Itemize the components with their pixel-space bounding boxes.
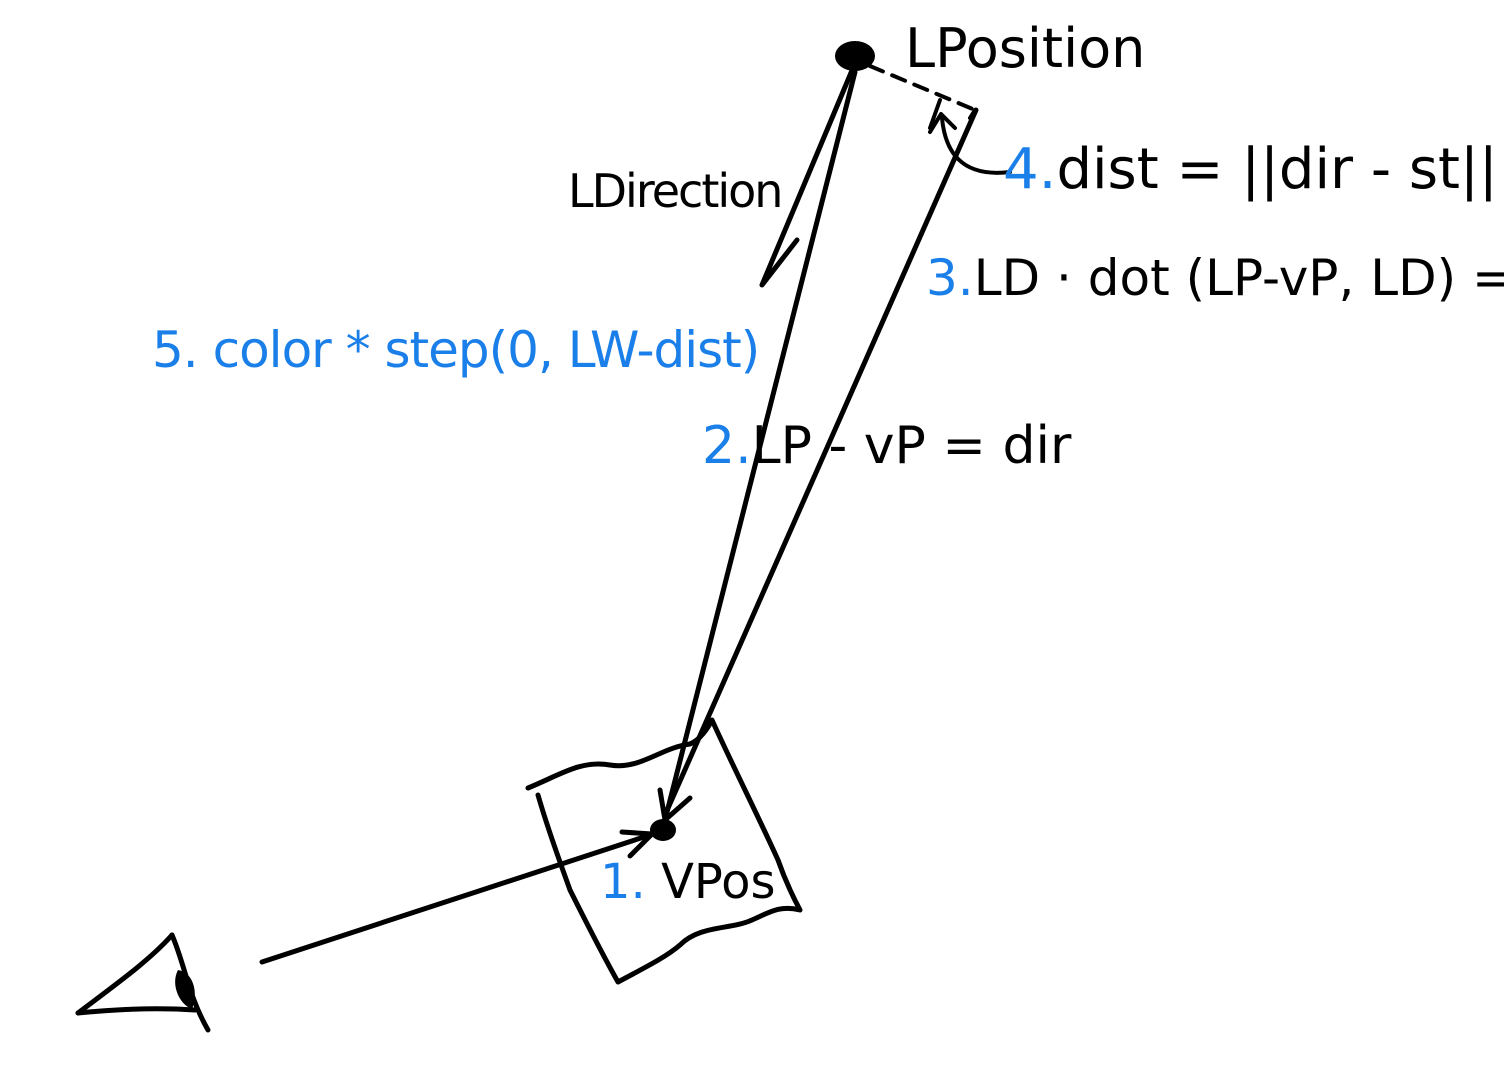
light-direction-arrow — [759, 65, 856, 288]
light-offset-dashed-line — [868, 64, 977, 112]
vertex-point — [650, 819, 676, 841]
step3-text: LD · dot (LP-vP, LD) = st — [973, 249, 1504, 307]
projection-line — [662, 107, 979, 818]
step2-text: LP - vP = dir — [751, 416, 1072, 476]
dist-curved-arrow — [940, 116, 1012, 175]
step5-label: 5. color * step(0, LW-dist) — [152, 321, 760, 379]
eye-icon — [75, 932, 211, 1033]
light-direction-label: LDirection — [568, 164, 783, 218]
view-ray-line — [259, 832, 653, 965]
step4-label: 4.dist = ||dir - st|| — [1003, 142, 1498, 198]
light-position-label: LPosition — [905, 17, 1146, 80]
view-ray-arrowhead — [619, 829, 655, 859]
dir-vector-line — [662, 69, 858, 823]
step2-label: 2.LP - vP = dir — [702, 420, 1071, 472]
step2-number: 2. — [702, 416, 752, 476]
step3-number: 3. — [926, 249, 974, 307]
vertex-label: 1. VPos — [600, 858, 776, 906]
surface-patch — [525, 717, 803, 985]
step4-text: dist = ||dir - st|| — [1056, 137, 1498, 202]
light-position-point — [835, 41, 875, 71]
step3-label: 3.LD · dot (LP-vP, LD) = st — [926, 253, 1504, 303]
dist-curved-arrowhead — [928, 112, 957, 134]
step4-number: 4. — [1003, 137, 1057, 202]
step1-number: 1. — [600, 854, 646, 910]
vertex-position-label: VPos — [661, 854, 776, 910]
